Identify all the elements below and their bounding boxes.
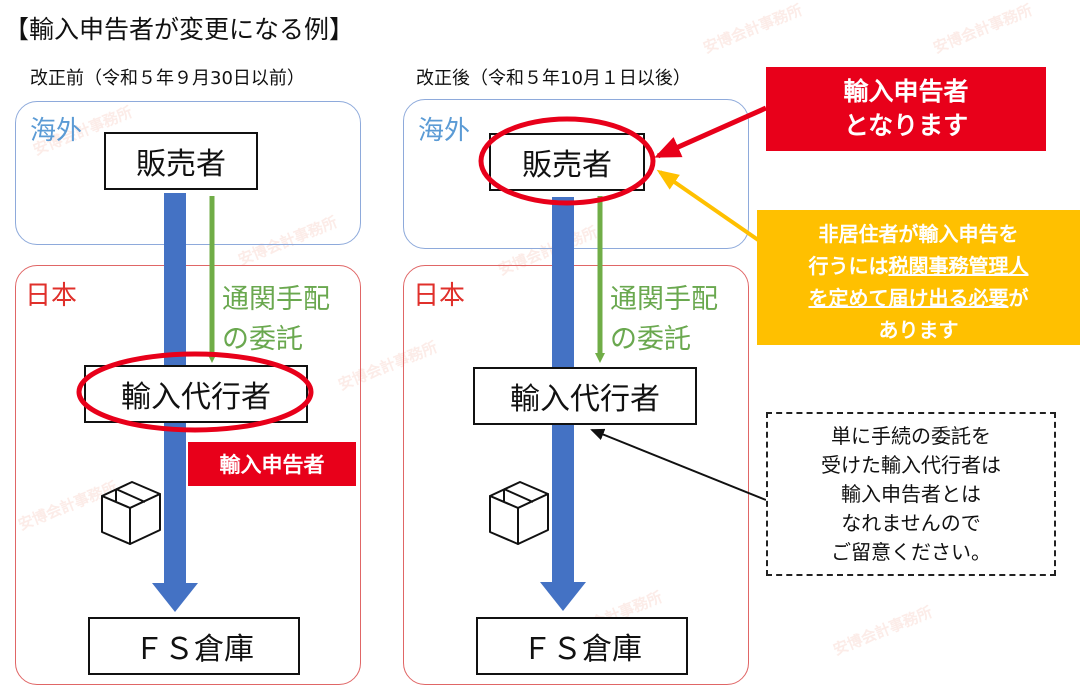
nonresident-note: 非居住者が輸入申告を 行うには税関事務管理人 を定めて届け出る必要が あります	[757, 210, 1080, 345]
caution-line: 単に手続の委託を	[831, 424, 991, 448]
before-overseas-label: 海外	[30, 116, 83, 146]
declarant-callout: 輸入申告者 となります	[766, 67, 1046, 151]
before-agent-box: 輸入代行者	[84, 365, 308, 423]
after-consign-label: 通関手配 の委託	[610, 280, 718, 360]
after-seller-box: 販売者	[489, 133, 645, 191]
nonresident-note-line: 行うには税関事務管理人	[757, 250, 1080, 282]
before-consign-label: 通関手配 の委託	[222, 280, 330, 360]
after-warehouse-box: ＦＳ倉庫	[476, 617, 688, 675]
before-japan-label: 日本	[25, 281, 78, 311]
declarant-callout-line: となります	[843, 111, 969, 140]
agent-caution-note: 単に手続の委託を 受けた輸入代行者は 輸入申告者とは なれませんので ご留意くだ…	[766, 412, 1056, 576]
note-text-underlined: を定めて届け出る必要	[808, 286, 1009, 310]
consign-line: 通関手配	[222, 284, 330, 315]
declarant-callout-arrow	[654, 105, 768, 159]
after-overseas-label: 海外	[418, 116, 471, 146]
package-box-icon	[101, 481, 161, 545]
tax-admin-link-text: 税関事務管理人	[888, 254, 1029, 278]
before-warehouse-box: ＦＳ倉庫	[88, 617, 300, 675]
consign-line: の委託	[610, 324, 691, 355]
after-heading: 改正後（令和５年10月１日以後）	[416, 68, 691, 89]
caution-line: ご留意ください。	[831, 540, 991, 564]
caution-line: 受けた輸入代行者は	[821, 453, 1001, 477]
nonresident-note-line: あります	[878, 318, 959, 342]
after-overseas-region	[403, 99, 749, 249]
agent-note-arrow	[590, 428, 767, 501]
package-box-icon	[489, 481, 549, 545]
before-heading: 改正前（令和５年９月30日以前）	[30, 68, 305, 89]
before-japan-region	[15, 265, 361, 685]
after-japan-region	[403, 265, 749, 685]
page-title: 【輸入申告者が変更になる例】	[4, 15, 355, 44]
before-agent-highlight-oval	[76, 351, 314, 433]
nonresident-note-line: を定めて届け出る必要が	[757, 282, 1080, 314]
after-agent-box: 輸入代行者	[473, 367, 697, 425]
consign-line: の委託	[222, 324, 303, 355]
after-seller-highlight-oval	[478, 116, 656, 206]
note-text: 行うには	[808, 254, 889, 278]
declarant-callout-line: 輸入申告者	[843, 77, 969, 106]
before-declarant-tag: 輸入申告者	[188, 442, 356, 486]
caution-line: 輸入申告者とは	[841, 482, 981, 506]
after-japan-label: 日本	[413, 281, 466, 311]
before-overseas-region	[15, 101, 361, 245]
consign-line: 通関手配	[610, 284, 718, 315]
nonresident-note-line: 非居住者が輸入申告を	[818, 222, 1019, 246]
before-seller-box: 販売者	[104, 132, 258, 190]
caution-line: なれませんので	[841, 511, 981, 535]
note-text: が	[1008, 286, 1029, 310]
